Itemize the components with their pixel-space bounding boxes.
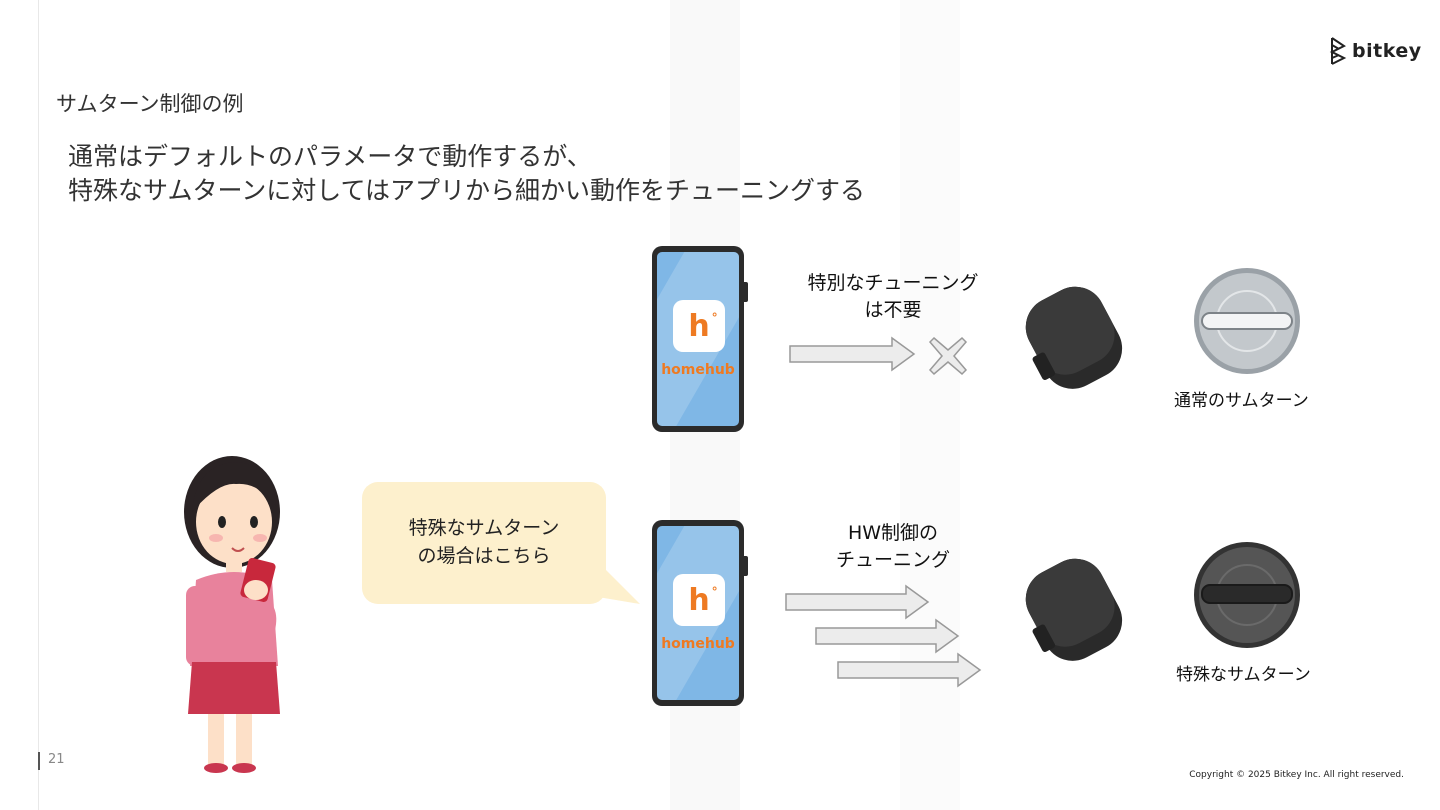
app-icon-glyph: h — [688, 582, 710, 618]
lead-line-1: 通常はデフォルトのパラメータで動作するが、 — [68, 142, 592, 171]
phone-side-button — [744, 556, 748, 576]
homehub-app-icon[interactable]: h° — [673, 574, 725, 626]
arrow-right-icon — [815, 618, 960, 654]
arrow-right-icon — [785, 584, 930, 620]
bottom-flow-label: HW制御の チューニング — [788, 520, 998, 574]
speech-bubble-line-1: 特殊なサムターン — [408, 517, 560, 539]
smart-lock-device-icon — [1025, 558, 1123, 661]
bottom-flow-label-line-1: HW制御の — [847, 522, 939, 544]
normal-thumbturn-icon — [1194, 268, 1300, 374]
arrow-right-icon — [837, 652, 982, 688]
bitkey-logo-icon — [1329, 37, 1347, 65]
phone-top: h° homehub — [652, 246, 748, 432]
cross-icon — [928, 336, 968, 376]
woman-using-phone-illustration — [184, 456, 280, 773]
brand-logo: bitkey — [1329, 36, 1422, 66]
speech-bubble-text: 特殊なサムターン の場合はこちら — [362, 514, 606, 570]
special-thumbturn-caption: 特殊なサムターン — [1176, 665, 1311, 685]
app-icon-mark: ° — [711, 310, 718, 325]
app-name: homehub — [661, 636, 735, 652]
page-number-bar — [38, 752, 40, 770]
special-thumbturn-icon — [1194, 542, 1300, 648]
page-number: 21 — [48, 752, 65, 767]
bottom-flow-label-line-2: チューニング — [835, 549, 950, 571]
homehub-app-icon[interactable]: h° — [673, 300, 725, 352]
section-title: サムターン制御の例 — [56, 92, 244, 116]
app-icon-mark: ° — [711, 584, 718, 599]
speech-bubble-line-2: の場合はこちら — [417, 545, 551, 567]
app-name: homehub — [661, 362, 735, 378]
app-icon-letter: h° — [688, 582, 717, 618]
phone-side-button — [744, 282, 748, 302]
phone-screen: h° homehub — [657, 252, 739, 426]
top-flow-label-line-2: は不要 — [864, 299, 922, 321]
smart-lock-device-icon — [1025, 286, 1123, 389]
top-flow-label-line-1: 特別なチューニング — [807, 272, 979, 294]
lead-text: 通常はデフォルトのパラメータで動作するが、 特殊なサムターンに対してはアプリから… — [68, 140, 865, 208]
app-icon-letter: h° — [688, 308, 717, 344]
left-rule — [38, 0, 39, 810]
copyright: Copyright © 2025 Bitkey Inc. All right r… — [1189, 770, 1404, 780]
normal-thumbturn-caption: 通常のサムターン — [1174, 391, 1309, 411]
brand-name: bitkey — [1352, 40, 1422, 62]
phone-screen: h° homehub — [657, 526, 739, 700]
arrow-right-icon — [789, 336, 916, 372]
top-flow-label: 特別なチューニング は不要 — [788, 270, 998, 324]
background-decoration — [900, 0, 960, 810]
app-icon-glyph: h — [688, 308, 710, 344]
phone-bottom: h° homehub — [652, 520, 748, 706]
lead-line-2: 特殊なサムターンに対してはアプリから細かい動作をチューニングする — [68, 176, 866, 205]
speech-bubble: 特殊なサムターン の場合はこちら — [362, 482, 606, 604]
